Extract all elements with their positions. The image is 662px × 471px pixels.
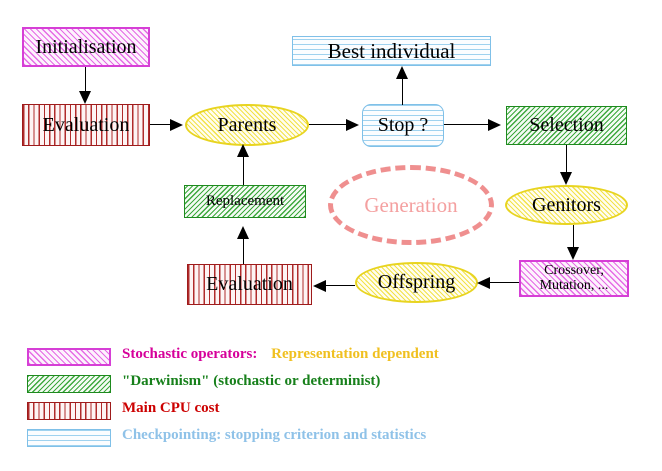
- node-genitors-label: Genitors: [532, 193, 601, 216]
- legend-label-main-cpu-cost: Main CPU cost: [122, 400, 220, 417]
- edge-selection-to-genitors: [566, 145, 568, 175]
- node-crossover-mutation-label: Crossover, Mutation, ...: [539, 262, 609, 293]
- edge-initialisation-to-evaluation: [85, 67, 87, 95]
- arrowhead-initialisation-to-evaluation: [79, 91, 91, 104]
- edge-parents-to-stop: [309, 124, 349, 126]
- edge-genitors-to-crossover: [573, 225, 575, 249]
- legend-label-stochastic-operators-suffix: Representation dependent: [271, 346, 439, 362]
- edge-stop-to-best-individual: [402, 70, 404, 105]
- node-generation-label: Generation: [364, 192, 458, 217]
- node-evaluation-top-label: Evaluation: [42, 113, 130, 136]
- node-evaluation-top[interactable]: Evaluation: [22, 104, 150, 146]
- arrowhead-evaluation-to-parents: [170, 119, 183, 131]
- edge-evaluation-to-replacement: [243, 232, 245, 264]
- legend-label-checkpointing-main: Checkpointing: stopping criterion and st…: [122, 427, 427, 443]
- node-evaluation-bottom[interactable]: Evaluation: [187, 264, 312, 305]
- arrowhead-stop-to-selection: [488, 119, 501, 131]
- legend-label-stochastic-operators-main: Stochastic operators:: [122, 346, 258, 362]
- edge-evaluation-to-parents: [150, 124, 173, 126]
- legend-label-checkpointing: Checkpointing: stopping criterion and st…: [122, 427, 426, 444]
- node-best-individual-label: Best individual: [327, 38, 456, 63]
- node-offspring[interactable]: Offspring: [355, 262, 478, 303]
- node-selection-label: Selection: [529, 114, 604, 136]
- node-stop[interactable]: Stop ?: [362, 104, 444, 147]
- arrowhead-genitors-to-crossover: [567, 247, 579, 260]
- node-stop-label: Stop ?: [377, 114, 429, 136]
- legend-swatch-checkpointing: [27, 429, 111, 447]
- arrowhead-parents-to-stop: [346, 119, 359, 131]
- node-parents-label: Parents: [217, 113, 277, 136]
- edge-replacement-to-parents: [243, 152, 245, 185]
- legend-label-darwinism-main: "Darwinism" (stochastic or determinist): [122, 373, 381, 389]
- node-generation-loop: Generation: [328, 165, 494, 245]
- edge-stop-to-selection: [444, 124, 490, 126]
- arrowhead-evaluation-to-replacement: [237, 226, 249, 239]
- node-initialisation-label: Initialisation: [35, 35, 137, 58]
- node-initialisation[interactable]: Initialisation: [22, 27, 150, 67]
- node-evaluation-bottom-label: Evaluation: [206, 273, 293, 295]
- legend-swatch-stochastic-operators: [27, 348, 111, 366]
- edge-crossover-to-offspring: [487, 282, 519, 284]
- arrowhead-crossover-to-offspring: [477, 277, 490, 289]
- legend-label-darwinism: "Darwinism" (stochastic or determinist): [122, 373, 380, 390]
- legend-label-stochastic-operators: Stochastic operators: Representation dep…: [122, 346, 439, 363]
- legend-label-main-cpu-cost-main: Main CPU cost: [122, 400, 220, 416]
- arrowhead-offspring-to-evaluation: [313, 280, 326, 292]
- arrowhead-stop-to-best-individual: [396, 66, 408, 79]
- edge-offspring-to-evaluation: [322, 285, 355, 287]
- arrowhead-selection-to-genitors: [560, 172, 572, 185]
- node-crossover-mutation[interactable]: Crossover, Mutation, ...: [519, 260, 629, 297]
- node-genitors[interactable]: Genitors: [505, 185, 628, 225]
- arrowhead-replacement-to-parents: [237, 144, 249, 157]
- node-offspring-label: Offspring: [377, 271, 456, 293]
- node-selection[interactable]: Selection: [506, 106, 627, 145]
- legend-swatch-main-cpu-cost: [27, 402, 111, 420]
- node-replacement-label: Replacement: [205, 192, 285, 209]
- node-replacement[interactable]: Replacement: [184, 185, 306, 218]
- node-best-individual[interactable]: Best individual: [292, 36, 491, 66]
- legend-swatch-darwinism: [27, 375, 111, 393]
- node-parents[interactable]: Parents: [185, 104, 309, 146]
